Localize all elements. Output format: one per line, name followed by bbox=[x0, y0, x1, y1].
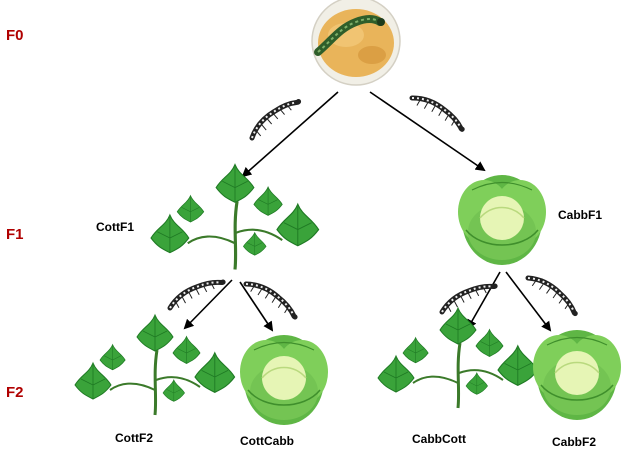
cabbage-icon bbox=[457, 174, 547, 266]
generation-label-f1: F1 bbox=[6, 226, 24, 243]
cabbage-icon bbox=[239, 334, 329, 426]
node-label-cabbf1: CabbF1 bbox=[558, 208, 603, 222]
caterpillar-icon bbox=[410, 92, 469, 133]
caterpillar-icon bbox=[525, 272, 582, 317]
generation-label-f2: F2 bbox=[6, 384, 24, 401]
cotton-plant-icon bbox=[378, 308, 538, 408]
node-label-cabbcott: CabbCott bbox=[412, 432, 466, 446]
arrow-f0-to-cabbf1 bbox=[369, 91, 486, 172]
caterpillar-icon bbox=[167, 273, 227, 312]
node-label-cottcabb: CottCabb bbox=[240, 434, 294, 448]
cotton-plant-icon bbox=[151, 165, 319, 270]
arrow-cabbf1-to-cabbf2 bbox=[505, 271, 552, 332]
larva-on-diet-icon bbox=[311, 0, 401, 86]
arrow-cabbf1-to-cabbcott bbox=[467, 271, 501, 330]
cotton-plant-icon bbox=[75, 315, 235, 415]
node-label-cabbf2: CabbF2 bbox=[552, 435, 597, 449]
generation-label-f0: F0 bbox=[6, 27, 24, 44]
arrow-cottf1-to-cottf2 bbox=[183, 279, 233, 330]
cabbage-icon bbox=[532, 329, 622, 421]
node-label-cottf1: CottF1 bbox=[96, 220, 134, 234]
node-label-cottf2: CottF2 bbox=[115, 431, 153, 445]
arrow-cottf1-to-cottcabb bbox=[239, 281, 274, 332]
arrow-f0-to-cottf1 bbox=[241, 91, 339, 178]
caterpillar-icon bbox=[248, 93, 302, 141]
caterpillar-icon bbox=[439, 277, 499, 316]
